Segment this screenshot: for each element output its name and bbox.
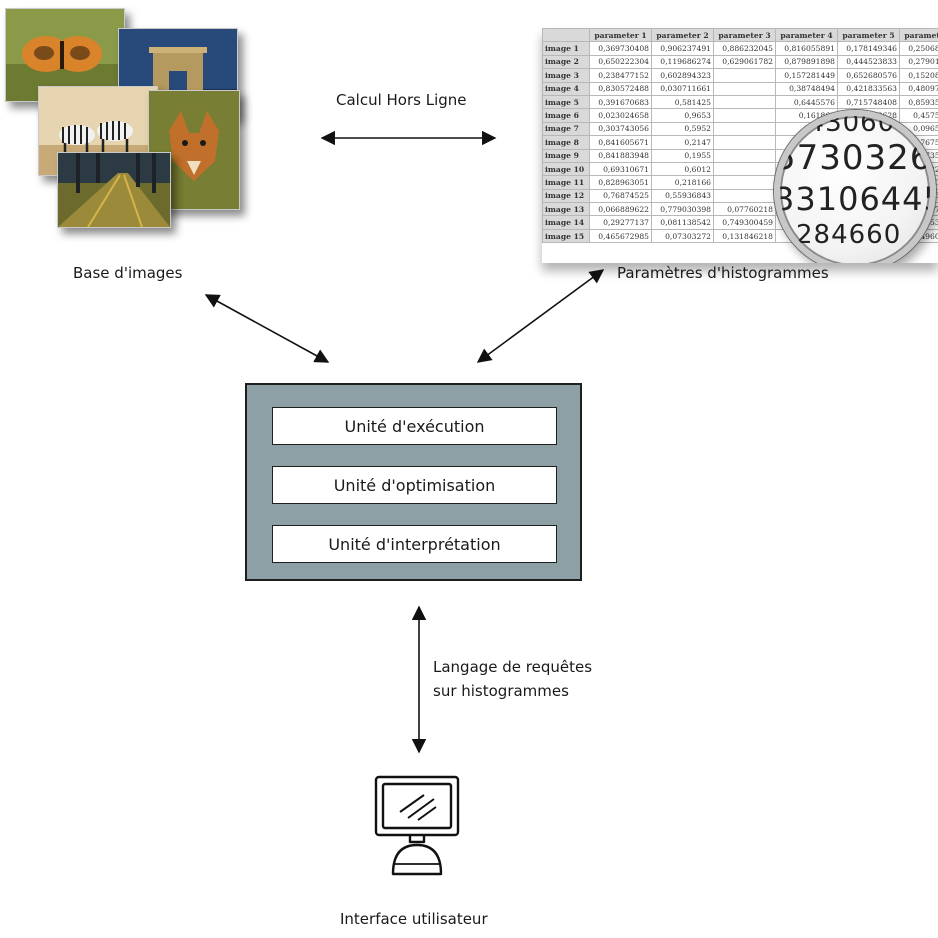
offline-computation-label: Calcul Hors Ligne [336, 91, 467, 109]
query-language-line-2: sur histogrammes [433, 682, 569, 700]
table-cell: 0,6445576 [775, 94, 838, 110]
table-row-header: image 14 [542, 215, 590, 230]
table-row-header: image 5 [542, 94, 590, 110]
user-interface-label: Interface utilisateur [340, 910, 488, 928]
table-cell: 0,650222304 [589, 54, 652, 70]
magnifying-glass-icon: 843060 57303262 33106445 284660 [774, 110, 936, 263]
photo-forest [57, 152, 171, 228]
table-cell: 0,023024658 [589, 108, 652, 123]
table-cell: 0,444523833 [837, 54, 900, 70]
query-language-label: Langage de requêtes sur histogrammes [433, 655, 592, 703]
image-collage [0, 0, 250, 250]
histogram-arrow [476, 269, 605, 363]
table-cell: 0,238477152 [589, 68, 652, 83]
table-cell: 0,480972458 [899, 81, 938, 96]
table-row-header: image 10 [542, 161, 590, 177]
table-cell: 0,9653 [651, 108, 714, 123]
query-engine-box: Unité d'exécution Unité d'optimisation U… [245, 383, 582, 581]
table-row-header: image 15 [542, 228, 590, 244]
table-cell: 0,652680576 [837, 68, 900, 83]
computer-monitor-icon [374, 775, 460, 876]
magnified-value: 284660 [796, 220, 902, 250]
histogram-parameters-label: Paramètres d'histogrammes [617, 264, 829, 282]
table-row-header: image 4 [542, 81, 590, 96]
table-cell: 0,152086119 [899, 68, 938, 83]
photo-butterfly [5, 8, 125, 102]
table-cell: 0,45751857 [899, 108, 938, 123]
query-language-line-1: Langage de requêtes [433, 658, 593, 676]
image-base-label: Base d'images [73, 264, 183, 282]
table-cell: 0,879891898 [775, 54, 838, 70]
table-row-header: image 6 [542, 108, 590, 123]
table-row-header: image 2 [542, 54, 590, 70]
table-row-header: image 12 [542, 188, 590, 204]
table-cell: 0,859352858 [899, 94, 938, 110]
magnified-value: 33106445 [774, 180, 936, 218]
table-column-header: parameter 5 [837, 28, 900, 43]
table-cell: 0,38748494 [775, 81, 838, 96]
table-cell: 0,279017737 [899, 54, 938, 70]
magnified-value: 843060 [790, 110, 896, 138]
optimisation-unit: Unité d'optimisation [272, 466, 557, 504]
table-cell: 0,131846218 [713, 228, 776, 244]
table-row-header: image 3 [542, 68, 590, 83]
image-base-arrow [204, 294, 330, 363]
magnified-value: 57303262 [774, 138, 933, 178]
table-cell: 0,421833563 [837, 81, 900, 96]
interpretation-unit: Unité d'interprétation [272, 525, 557, 563]
table-cell: 0,157281449 [775, 68, 838, 83]
table-cell: 0,391670683 [589, 94, 652, 110]
execution-unit: Unité d'exécution [272, 407, 557, 445]
